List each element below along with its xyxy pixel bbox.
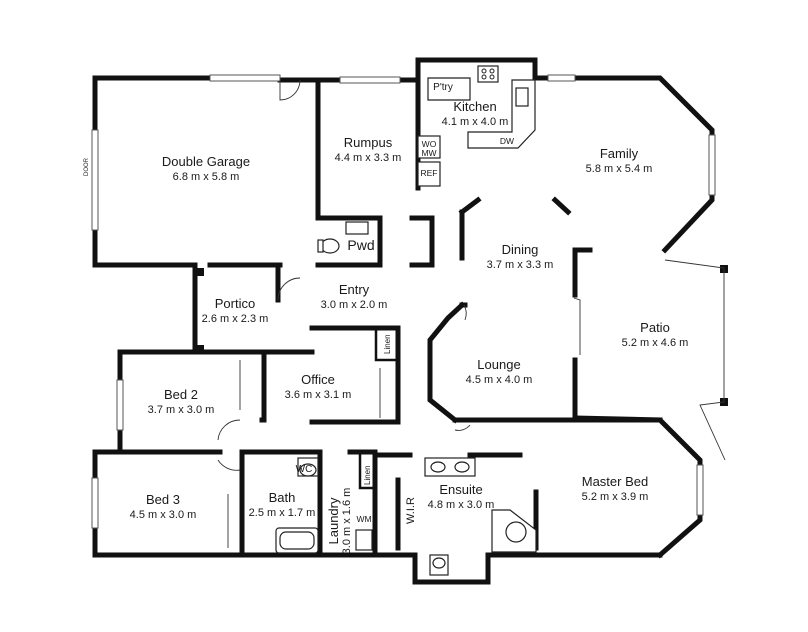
room-dims-portico: 2.6 m x 2.3 m xyxy=(202,313,269,325)
room-dims-entry: 3.0 m x 2.0 m xyxy=(321,299,388,311)
label-pantry: P'try xyxy=(433,82,453,93)
room-name-bed2: Bed 2 xyxy=(164,387,198,402)
ensuite-fixtures xyxy=(424,457,537,576)
room-dims-double-garage: 6.8 m x 5.8 m xyxy=(173,171,240,183)
room-dims-ensuite: 4.8 m x 3.0 m xyxy=(428,499,495,511)
room-name-office: Office xyxy=(301,372,335,387)
label-wo: WO xyxy=(422,139,437,149)
room-name-entry: Entry xyxy=(339,282,370,297)
label-ref: REF xyxy=(421,168,438,178)
room-dims-kitchen: 4.1 m x 4.0 m xyxy=(442,116,509,128)
pwd-fixtures xyxy=(317,221,369,254)
room-name-lounge: Lounge xyxy=(477,357,520,372)
room-name-patio: Patio xyxy=(640,320,670,335)
patio-outline xyxy=(664,259,726,461)
room-name-pwd: Pwd xyxy=(347,237,374,253)
room-dims-master-bed: 5.2 m x 3.9 m xyxy=(582,491,649,503)
room-dims-family: 5.8 m x 5.4 m xyxy=(586,163,653,175)
room-dims-bath: 2.5 m x 1.7 m xyxy=(249,507,316,519)
room-name-portico: Portico xyxy=(215,296,255,311)
room-name-double-garage: Double Garage xyxy=(162,154,250,169)
room-name-ensuite: Ensuite xyxy=(439,482,482,497)
label-wm: WM xyxy=(356,514,371,524)
label-dw: DW xyxy=(500,136,514,146)
door-swings xyxy=(217,79,581,548)
label-wir: W.I.R xyxy=(405,497,417,524)
kitchen-fixtures xyxy=(417,65,536,187)
room-dims-office: 3.6 m x 3.1 m xyxy=(285,389,352,401)
room-name-master-bed: Master Bed xyxy=(582,474,648,489)
room-dims-dining: 3.7 m x 3.3 m xyxy=(487,259,554,271)
label-garage-door: DOOR xyxy=(84,157,90,176)
room-name-rumpus: Rumpus xyxy=(344,135,393,150)
room-dims-rumpus: 4.4 m x 3.3 m xyxy=(335,152,402,164)
label-linen-office: Linen xyxy=(383,334,392,354)
room-dims-laundry: 3.0 m x 1.6 m xyxy=(341,488,353,555)
label-wc: WC xyxy=(296,464,313,475)
room-name-laundry: Laundry xyxy=(326,497,341,544)
room-name-kitchen: Kitchen xyxy=(453,99,496,114)
room-name-bed3: Bed 3 xyxy=(146,492,180,507)
laundry-tub xyxy=(355,529,373,551)
room-name-bath: Bath xyxy=(269,490,296,505)
room-name-family: Family xyxy=(600,146,639,161)
room-dims-bed2: 3.7 m x 3.0 m xyxy=(148,404,215,416)
bath-fixtures xyxy=(275,457,319,554)
label-linen-laundry: Linen xyxy=(363,465,372,485)
label-mw: MW xyxy=(421,148,436,158)
windows xyxy=(91,74,716,529)
room-dims-bed3: 4.5 m x 3.0 m xyxy=(130,509,197,521)
room-dims-patio: 5.2 m x 4.6 m xyxy=(622,337,689,349)
room-name-dining: Dining xyxy=(502,242,539,257)
room-dims-lounge: 4.5 m x 4.0 m xyxy=(466,374,533,386)
